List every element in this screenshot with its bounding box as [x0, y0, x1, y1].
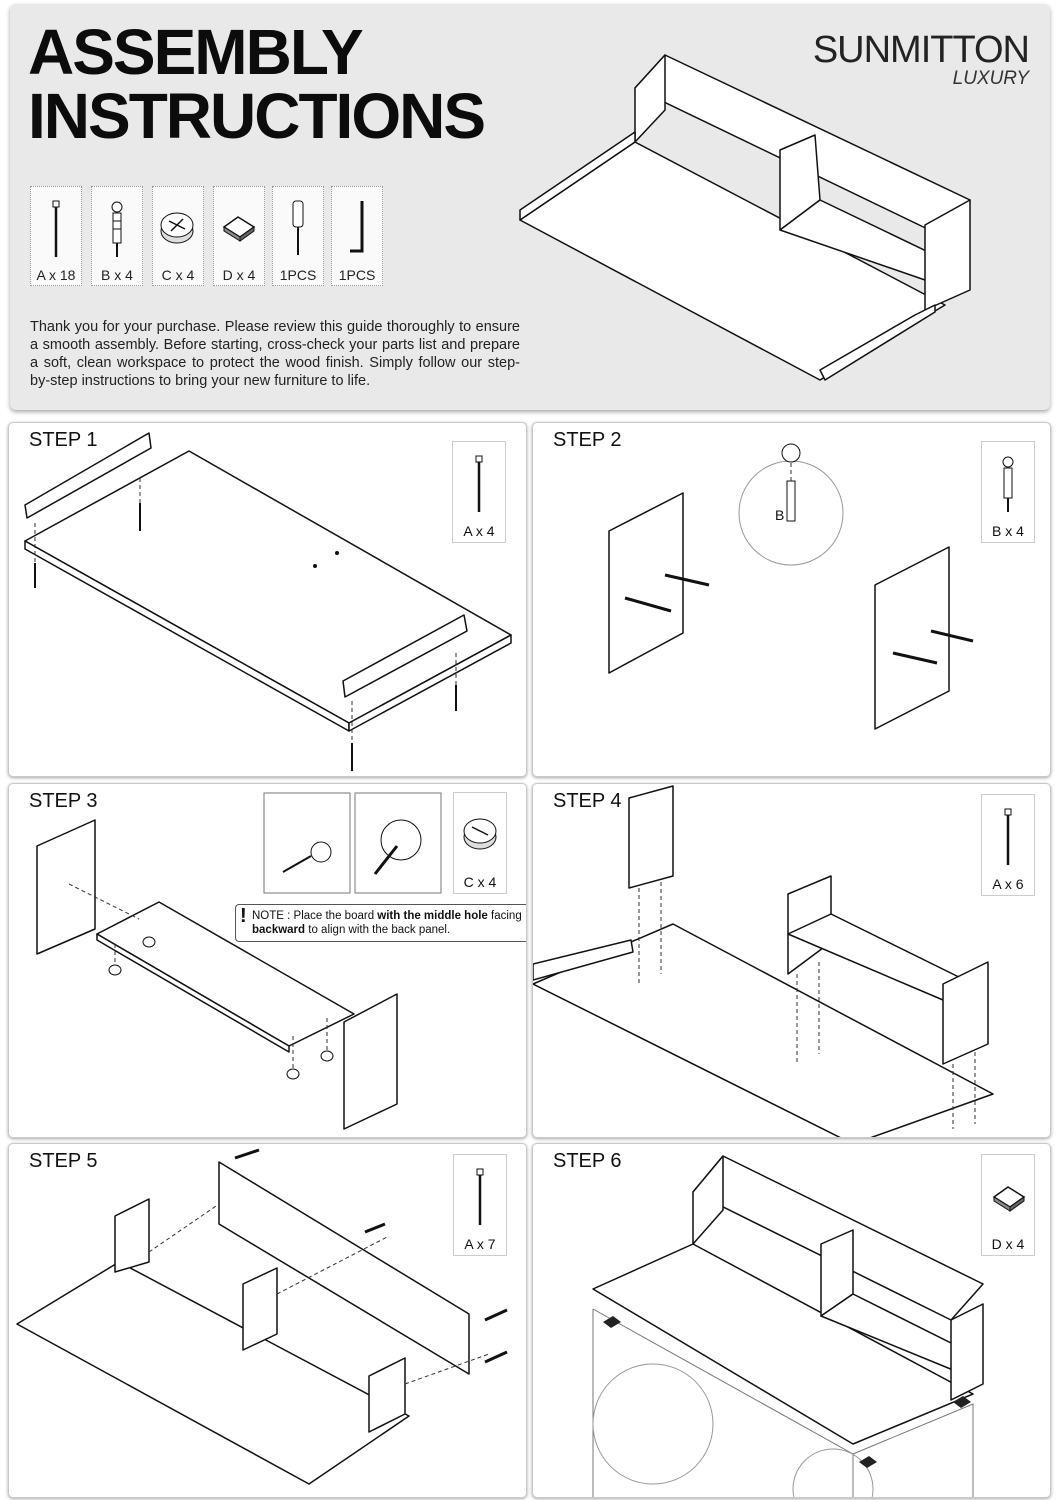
- part-c-label: C x 4: [161, 267, 195, 283]
- step-4-illustration: [533, 785, 994, 1137]
- foot-pad-icon: [992, 1186, 1026, 1212]
- part-allen-key: 1PCS: [331, 186, 383, 286]
- note-text-1: NOTE : Place the board: [252, 910, 378, 922]
- step-4-title: STEP 4: [553, 790, 622, 812]
- step-1-qty: A x 4: [463, 523, 495, 539]
- part-a-label: A x 18: [36, 267, 76, 283]
- title-line-2: INSTRUCTIONS: [28, 80, 486, 152]
- step-4-qty-box: A x 6: [981, 794, 1035, 896]
- step-4-qty: A x 6: [992, 876, 1024, 892]
- finished-shelf-illustration: [519, 54, 971, 381]
- step-1-title: STEP 1: [29, 429, 98, 451]
- note-text-3: to align with the back panel.: [305, 924, 451, 936]
- step-2-qty: B x 4: [992, 523, 1024, 539]
- step-5-illustration: [16, 1148, 508, 1485]
- screwdriver-icon: [292, 200, 304, 255]
- step-3-qty-box: C x 4: [453, 792, 507, 894]
- step-4-panel: STEP 4 A x 6: [532, 783, 1051, 1138]
- step-1-qty-box: A x 4: [452, 441, 506, 543]
- step-2-qty-box: B x 4: [981, 441, 1035, 543]
- cam-lock-icon: [463, 818, 497, 850]
- step-1-illustration: [24, 432, 512, 771]
- step-2-title: STEP 2: [553, 429, 622, 451]
- step-3-detail-insets: [263, 792, 442, 894]
- part-screwdriver-label: 1PCS: [279, 267, 317, 283]
- cam-bolt-icon: [1002, 456, 1014, 512]
- step-5-qty-box: A x 7: [453, 1154, 507, 1256]
- step-3-title: STEP 3: [29, 790, 98, 812]
- step-3-note: ! NOTE : Place the board with the middle…: [235, 904, 526, 942]
- part-b-label: B x 4: [101, 267, 133, 283]
- title-line-1: ASSEMBLY: [28, 16, 364, 88]
- cam-bolt-icon: [111, 201, 123, 257]
- long-screw-icon: [476, 1168, 484, 1225]
- part-b: B x 4: [91, 186, 143, 286]
- part-screwdriver: 1PCS: [272, 186, 324, 286]
- foot-pad-icon: [222, 216, 256, 242]
- step-1-panel: STEP 1 A x 4: [8, 422, 527, 777]
- step-2-panel: STEP 2 B x 4 B: [532, 422, 1051, 777]
- step-6-panel: STEP 6 D x 4: [532, 1143, 1051, 1498]
- brand-logo: SUNMITTON LUXURY: [812, 29, 1030, 90]
- step-6-title: STEP 6: [553, 1150, 622, 1172]
- part-c: C x 4: [152, 186, 204, 286]
- step-6-illustration: [592, 1155, 984, 1497]
- long-screw-icon: [475, 455, 483, 512]
- page-title: ASSEMBLY INSTRUCTIONS: [28, 16, 486, 152]
- step-5-title: STEP 5: [29, 1150, 98, 1172]
- long-screw-icon: [1004, 808, 1012, 865]
- step-2-illustration: [608, 443, 974, 730]
- step-2-callout-label: B: [775, 507, 785, 523]
- part-d: D x 4: [213, 186, 265, 286]
- note-bold-2: backward: [252, 924, 306, 936]
- warning-icon: !: [240, 905, 247, 927]
- part-d-label: D x 4: [222, 267, 256, 283]
- part-allen-key-label: 1PCS: [338, 267, 376, 283]
- step-5-panel: STEP 5 A x 7: [8, 1143, 527, 1498]
- note-bold-1: with the middle hole: [377, 910, 488, 922]
- brand-subtitle: LUXURY: [952, 68, 1029, 89]
- step-6-qty-box: D x 4: [981, 1154, 1035, 1256]
- step-5-qty: A x 7: [464, 1236, 496, 1252]
- note-text-2: facing: [487, 910, 522, 922]
- step-3-illustration: [36, 819, 398, 1130]
- cam-lock-icon: [160, 212, 194, 244]
- intro-text: Thank you for your purchase. Please revi…: [30, 319, 520, 389]
- long-screw-icon: [52, 200, 60, 257]
- allen-key-icon: [350, 201, 364, 253]
- step-6-qty: D x 4: [991, 1236, 1025, 1252]
- step-3-qty: C x 4: [463, 874, 497, 890]
- step-3-panel: STEP 3 C x 4 ! NOTE : Place the board wi…: [8, 783, 527, 1138]
- part-a: A x 18: [30, 186, 82, 286]
- brand-name: SUNMITTON: [812, 29, 1030, 71]
